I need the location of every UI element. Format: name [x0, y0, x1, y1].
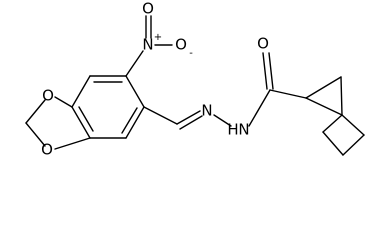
- benzene-ring: [71, 75, 145, 139]
- molecule-structure: N + O O - O O N H N O: [25, 0, 365, 159]
- bond-single: [341, 114, 365, 136]
- cyclobutane-ring: [322, 114, 365, 156]
- bond-single: [340, 76, 343, 116]
- bond-single: [269, 89, 307, 99]
- bond-single: [25, 122, 46, 147]
- bond-aromatic-inner: [121, 107, 138, 134]
- hydrazone-chain: [143, 89, 271, 130]
- bond-aromatic: [71, 75, 91, 108]
- bond-single: [305, 76, 342, 99]
- atom-label-nitro-oxygen-top: O: [142, 0, 154, 18]
- bond-single: [305, 97, 343, 116]
- atom-label-amide-nitrogen: H: [227, 121, 238, 139]
- bond-double: [179, 115, 203, 130]
- atom-label-carbonyl-oxygen: O: [257, 35, 269, 53]
- bond-double: [176, 110, 201, 125]
- carbonyl-group: [262, 52, 307, 99]
- bond-double: [262, 52, 268, 90]
- atom-label-amide-hydrogen: N: [238, 121, 249, 139]
- bond-single: [143, 106, 178, 125]
- bond-single: [54, 137, 91, 150]
- atom-label-hydrazone-nitrogen: N: [201, 102, 212, 120]
- bond-single: [342, 134, 365, 156]
- atom-label-nitro-oxygen-right: O: [175, 36, 187, 54]
- bond-aromatic-inner: [78, 106, 94, 132]
- nitro-group: [125, 15, 173, 77]
- bond-single: [213, 114, 232, 127]
- atom-label-dioxole-oxygen-lower: O: [41, 141, 53, 159]
- bond-single: [322, 131, 344, 156]
- atom-label-nitro-nitrogen: N: [142, 36, 153, 54]
- atom-label-dioxole-oxygen-upper: O: [42, 87, 54, 105]
- bond-aromatic: [71, 106, 91, 139]
- bond-single: [54, 96, 73, 108]
- bond-double: [268, 52, 274, 90]
- charge-label-positive: +: [154, 32, 162, 43]
- bond-single: [25, 99, 46, 124]
- bond-single: [125, 50, 144, 77]
- cyclopropane-ring: [305, 76, 343, 116]
- bond-single: [322, 114, 343, 133]
- bond-aromatic: [125, 106, 145, 139]
- dioxole-ring: [25, 96, 91, 150]
- charge-label-negative: -: [189, 48, 193, 59]
- bond-aromatic: [125, 75, 145, 108]
- bond-single: [248, 89, 271, 127]
